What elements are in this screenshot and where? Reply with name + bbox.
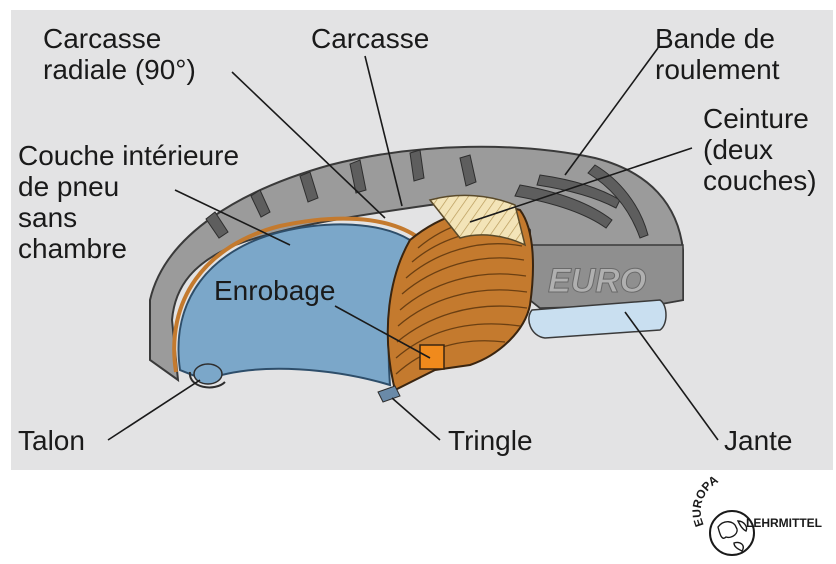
bead-wire: [419, 344, 445, 370]
globe-continents: [717, 520, 748, 552]
label-bande-line1: Bande de: [655, 23, 775, 54]
label-tringle: Tringle: [448, 425, 533, 456]
label-carcasse-radiale-line1: Carcasse: [43, 23, 162, 54]
label-ceinture: Ceinture (deux couches): [703, 103, 817, 196]
label-ceinture-line3: couches): [703, 165, 817, 196]
tread-grooves: [205, 149, 649, 239]
label-couche-line3: sans: [18, 202, 78, 233]
label-carcasse: Carcasse: [311, 23, 430, 54]
label-jante: Jante: [724, 425, 793, 456]
label-couche-line1: Couche intérieure: [18, 140, 240, 171]
label-couche-interieure: Couche intérieure de pneu sans chambre: [18, 140, 239, 264]
europa-lehrmittel-logo: EUROPA LEHRMITTEL: [690, 475, 822, 556]
label-bande-line2: roulement: [655, 54, 780, 85]
label-carcasse-radiale-line2: radiale (90°): [43, 54, 196, 85]
logo-arc-text: EUROPA: [690, 475, 721, 529]
rim: [528, 299, 667, 339]
label-carcasse-radiale: Carcasse radiale (90°): [43, 23, 196, 85]
globe-icon: [709, 510, 755, 556]
leader-lines: [107, 47, 719, 441]
talon-hook: [188, 371, 226, 389]
label-enrobage: Enrobage: [214, 275, 336, 306]
inner-liner-edge: [172, 216, 418, 373]
label-couche-line4: chambre: [18, 233, 127, 264]
label-talon: Talon: [18, 425, 85, 456]
label-ceinture-line2: (deux: [703, 134, 774, 165]
label-couche-line2: de pneu: [18, 171, 120, 202]
bead-core: [377, 385, 401, 403]
label-ceinture-line1: Ceinture: [703, 103, 809, 134]
sidewall-mark: EURO: [548, 262, 646, 300]
logo-side-text: LEHRMITTEL: [746, 516, 822, 530]
talon-heel: [193, 363, 223, 385]
label-bande-de-roulement: Bande de roulement: [655, 23, 780, 85]
